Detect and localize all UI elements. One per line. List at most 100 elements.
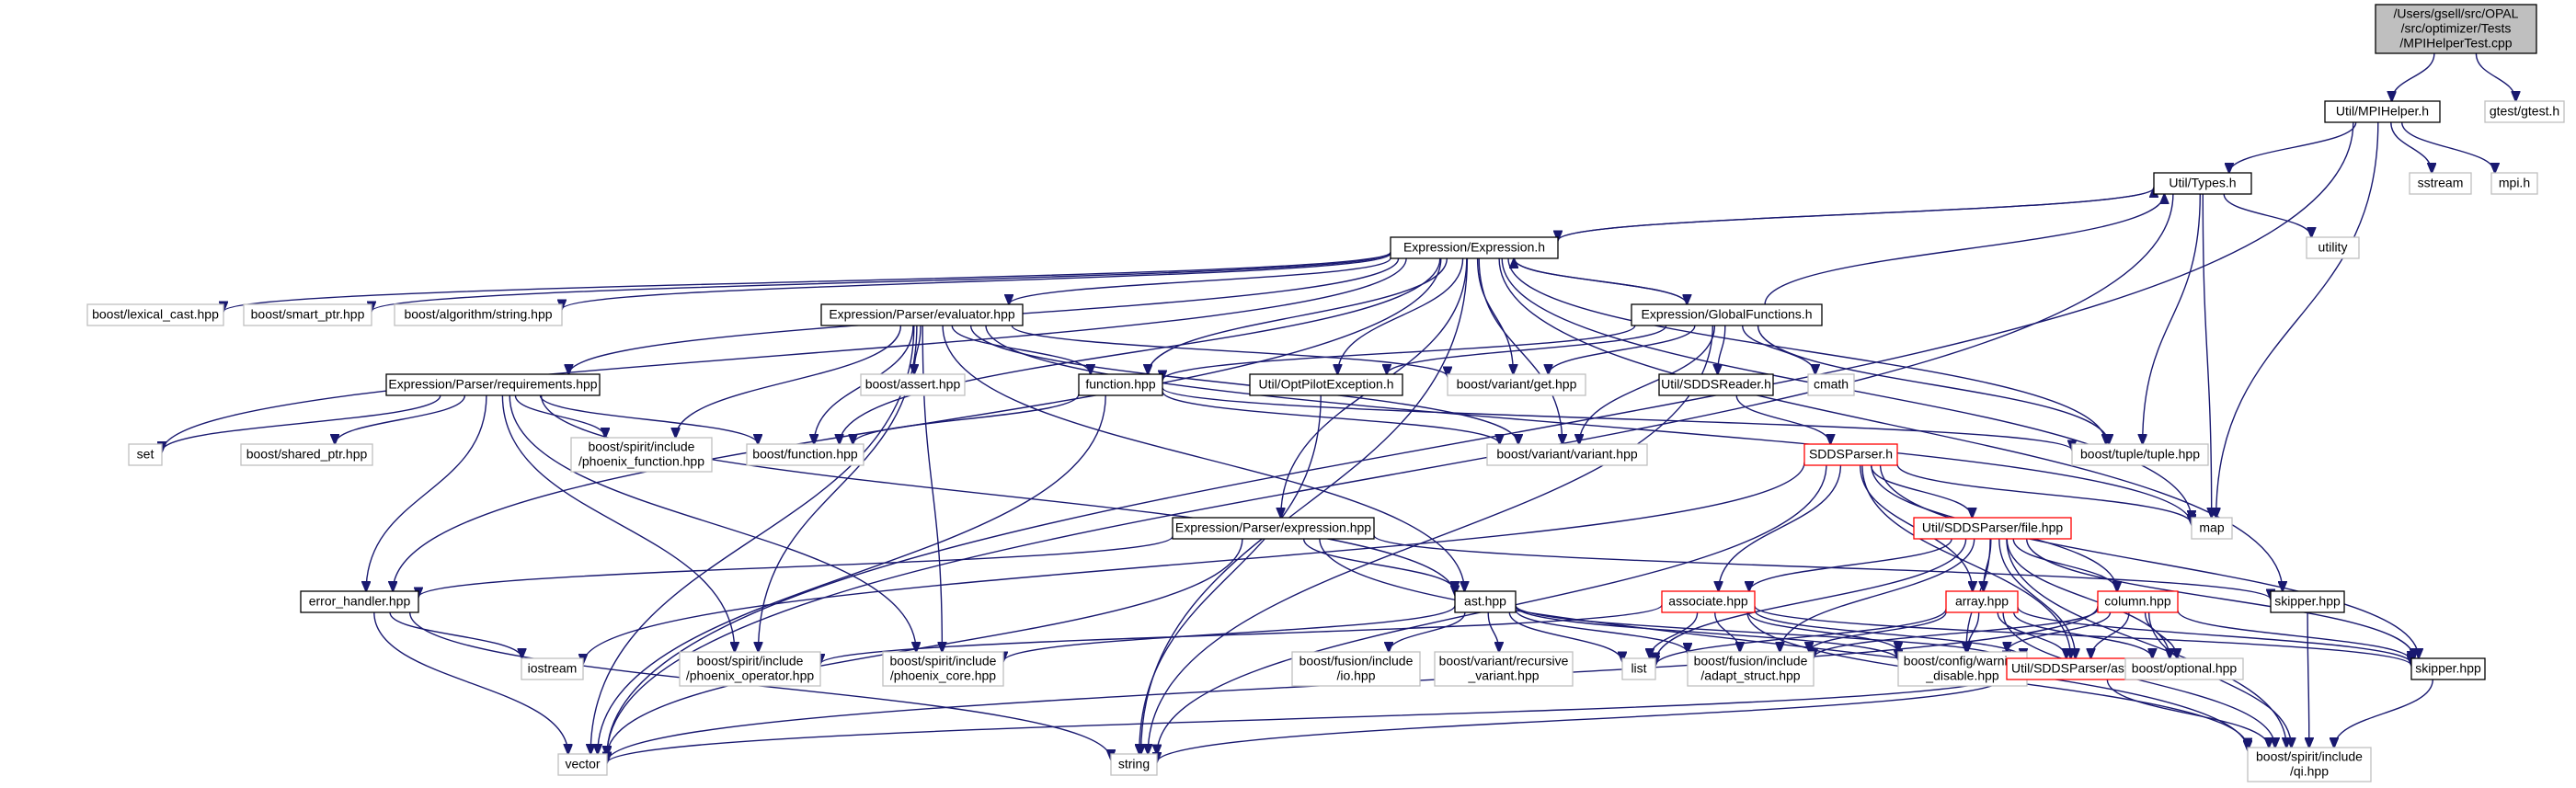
edge-evaluator-to-vector — [590, 325, 915, 754]
node-expression[interactable]: Expression/Expression.h — [1390, 236, 1559, 259]
edge-expression-to-set — [162, 257, 1407, 452]
node-boostassert: boost/assert.hpp — [860, 373, 966, 396]
edge-requirements-to-boostfunc — [539, 394, 758, 444]
node-skipper2[interactable]: skipper.hpp — [2410, 657, 2486, 680]
edge-requirements-to-errorhandler — [366, 394, 487, 591]
node-requirements[interactable]: Expression/Parser/requirements.hpp — [385, 373, 601, 396]
node-filehpp[interactable]: Util/SDDSParser/file.hpp — [1913, 517, 2072, 540]
edge-expression-to-variant — [1478, 257, 1563, 444]
node-asthpp[interactable]: ast.hpp — [1454, 590, 1517, 613]
node-errorhandler-box — [300, 590, 419, 613]
node-boostassert-box — [860, 373, 966, 396]
edge-expression-to-string — [1141, 257, 1469, 754]
edge-sddsast-to-string — [1157, 676, 2008, 762]
node-map-label: map — [2199, 520, 2224, 535]
node-vector: vector — [557, 753, 608, 776]
edge-sddsast-to-vector — [607, 673, 2008, 763]
node-globalfunc-label: Expression/GlobalFunctions.h — [1642, 307, 1813, 322]
node-variantget-box — [1447, 373, 1586, 396]
node-sddsparser[interactable]: SDDSParser.h — [1803, 443, 1898, 466]
node-skipper1-box — [2270, 590, 2345, 613]
node-asthpp-label: ast.hpp — [1464, 594, 1506, 609]
node-utility-label: utility — [2318, 240, 2348, 255]
node-gtest-box — [2484, 100, 2565, 123]
node-boostassert-label: boost/assert.hpp — [865, 377, 961, 392]
edge-associate-to-list — [1650, 611, 1699, 658]
node-evaluator[interactable]: Expression/Parser/evaluator.hpp — [820, 303, 1024, 326]
node-set: set — [128, 443, 163, 466]
edge-filehpp-to-adapt — [1780, 538, 1975, 652]
edge-sddsparser-to-iostream — [583, 462, 1805, 664]
edge-filehpp-to-optional — [2006, 538, 2170, 658]
edge-types-to-utility — [2223, 193, 2311, 237]
edge-evaluator-to-variant — [969, 325, 1518, 444]
node-root-box — [2375, 4, 2537, 54]
node-arrayhpp[interactable]: array.hpp — [1945, 590, 2019, 613]
edge-asthpp-to-sddsast — [1515, 604, 2007, 660]
node-recursive-box — [1434, 651, 1574, 687]
node-functionhpp-box — [1078, 373, 1163, 396]
edge-sddsparser-to-sddsast — [1861, 464, 2071, 658]
edge-expression-to-evaluator — [1009, 257, 1391, 304]
edge-errorhandler-to-vector — [373, 611, 568, 754]
edge-globalfunc-to-cmath — [1742, 325, 1815, 374]
node-mpihelper[interactable]: Util/MPIHelper.h — [2324, 100, 2441, 123]
node-optional: boost/optional.hpp — [2124, 657, 2244, 680]
edge-arrayhpp-to-list — [1655, 608, 1947, 666]
node-sharedptr-label: boost/shared_ptr.hpp — [246, 447, 368, 462]
edge-asthpp-to-fusionio — [1389, 611, 1466, 652]
node-tuple-label: boost/tuple/tuple.hpp — [2080, 447, 2200, 462]
node-smartptr: boost/smart_ptr.hpp — [243, 303, 372, 326]
node-associate[interactable]: associate.hpp — [1661, 590, 1756, 613]
node-boostfunc-label: boost/function.hpp — [752, 447, 858, 462]
node-algostring-box — [394, 303, 563, 326]
edge-globalfunc-to-sddsreader — [1718, 325, 1726, 374]
edge-columnhpp-to-optional — [2144, 611, 2178, 658]
node-set-label: set — [137, 447, 155, 462]
node-optpilot[interactable]: Util/OptPilotException.h — [1249, 373, 1403, 396]
node-skipper1[interactable]: skipper.hpp — [2270, 590, 2345, 613]
node-sddsast[interactable]: Util/SDDSParser/ast.hpp — [2006, 657, 2158, 680]
node-utility-box — [2306, 236, 2360, 259]
edge-globalfunc-to-functionhpp — [1162, 325, 1636, 380]
node-skipper2-box — [2410, 657, 2486, 680]
edge-expression-to-skipper1 — [1498, 257, 2283, 591]
node-asthpp-box — [1454, 590, 1517, 613]
node-phoenixfunc-label: /phoenix_function.hpp — [578, 454, 704, 469]
edge-asthpp-to-list — [1508, 611, 1622, 662]
node-globalfunc[interactable]: Expression/GlobalFunctions.h — [1631, 303, 1823, 326]
node-functionhpp[interactable]: function.hpp — [1078, 373, 1163, 396]
edge-evaluator-to-functionhpp — [951, 325, 1091, 374]
node-associate-label: associate.hpp — [1668, 594, 1748, 609]
node-cmath: cmath — [1807, 373, 1855, 396]
edge-requirements-to-asthpp — [540, 394, 1455, 595]
edge-arrayhpp-to-adapt — [1809, 611, 1947, 652]
node-types[interactable]: Util/Types.h — [2153, 172, 2252, 195]
edge-types-to-map — [2202, 193, 2211, 518]
node-columnhpp[interactable]: column.hpp — [2097, 590, 2179, 613]
node-errorhandler[interactable]: error_handler.hpp — [300, 590, 419, 613]
node-root[interactable]: /Users/gsell/src/OPAL/src/optimizer/Test… — [2375, 4, 2537, 54]
edge-mpihelper-to-types — [2229, 121, 2357, 173]
node-map-box — [2191, 517, 2233, 540]
node-fusionio-box — [1291, 651, 1421, 687]
node-exprparser[interactable]: Expression/Parser/expression.hpp — [1172, 517, 1375, 540]
edge-requirements-to-set — [162, 394, 441, 451]
node-evaluator-label: Expression/Parser/evaluator.hpp — [829, 307, 1015, 322]
edge-associate-to-phoenixop — [820, 604, 1663, 664]
edge-filehpp-to-associate — [1749, 538, 1952, 591]
node-optpilot-box — [1249, 373, 1403, 396]
node-phoenixfunc-label: boost/spirit/include — [589, 440, 695, 454]
node-associate-box — [1661, 590, 1756, 613]
node-iostream: iostream — [521, 657, 584, 680]
node-sddsreader[interactable]: Util/SDDSReader.h — [1658, 373, 1774, 396]
edge-functionhpp-to-variant — [1162, 391, 1500, 444]
node-sstream: sstream — [2409, 172, 2472, 195]
node-lexical-box — [86, 303, 224, 326]
node-qi-box — [2247, 747, 2372, 782]
edge-associate-to-warning — [1747, 611, 1898, 652]
edge-asthpp-to-adapt — [1515, 609, 1688, 653]
node-optpilot-label: Util/OptPilotException.h — [1258, 377, 1393, 392]
node-phoenixop-label: /phoenix_operator.hpp — [686, 668, 815, 683]
